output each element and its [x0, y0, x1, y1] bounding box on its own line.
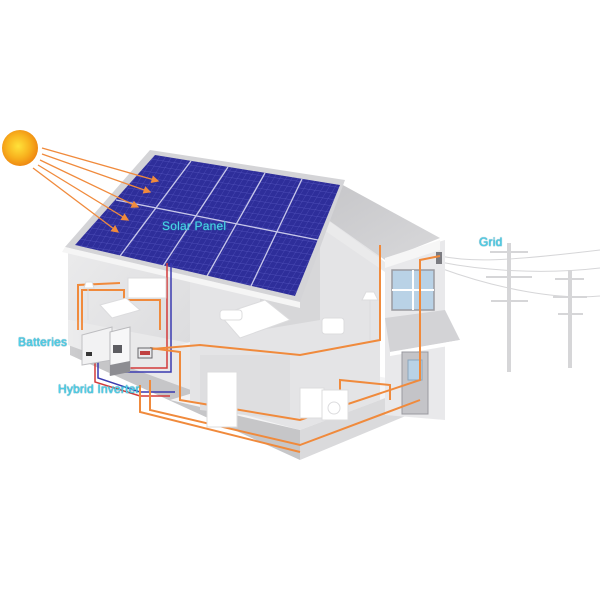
solar-panel-label: Solar Panel — [162, 219, 227, 233]
sun-icon — [2, 130, 38, 166]
hybrid-inverter-label: Hybrid Inverter — [58, 382, 140, 396]
power-poles — [439, 243, 600, 372]
grid-label: Grid — [479, 235, 503, 249]
sun-rays — [32, 147, 160, 233]
batteries-label: Batteries — [18, 335, 68, 349]
equipment — [81, 326, 153, 376]
solar-panel — [75, 155, 340, 296]
